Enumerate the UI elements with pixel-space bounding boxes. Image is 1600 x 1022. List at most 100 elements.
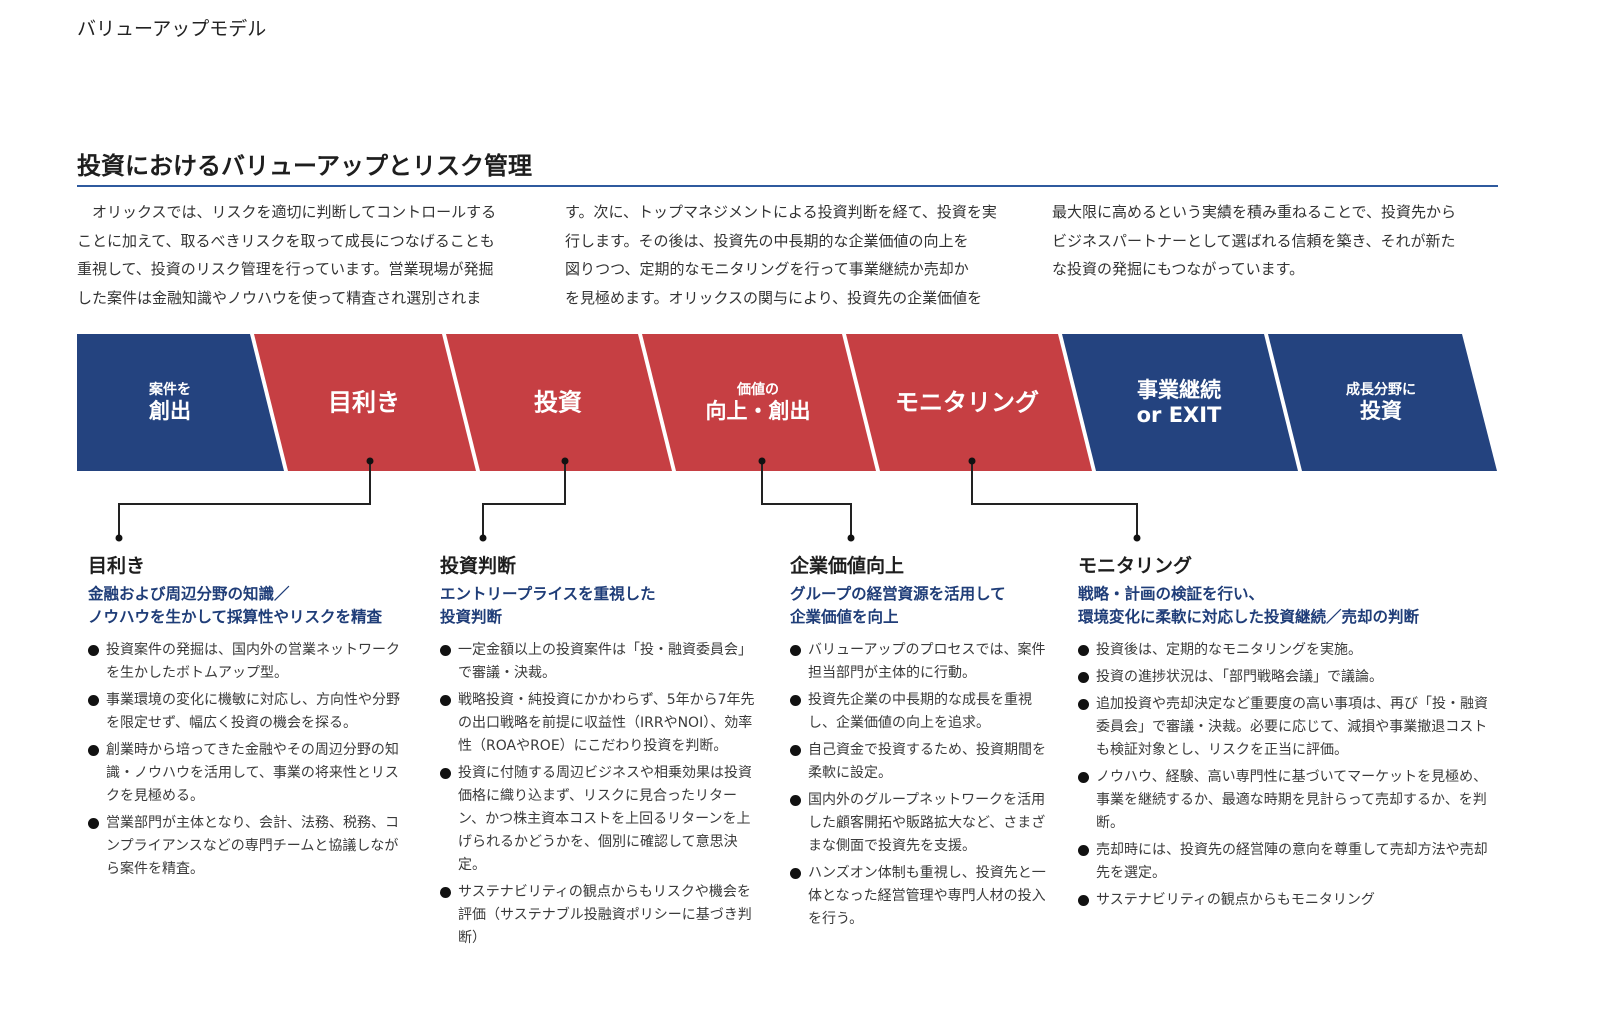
stage-label: 案件を創出 (149, 382, 191, 424)
bullet-dot-icon (790, 795, 801, 806)
bullet-item: 一定金額以上の投資案件は「投・融資委員会」で審議・決裁。 (440, 639, 760, 685)
intro-column-1: オリックスでは、リスクを適切に判断してコントロールする ことに加えて、取るべきリ… (77, 198, 496, 312)
connector-dot (968, 457, 976, 465)
column-subtitle: グループの経営資源を活用して企業価値を向上 (790, 583, 1048, 629)
connector-dot (115, 534, 123, 542)
intro-line: す。次に、トップマネジメントによる投資判断を経て、投資を実 (565, 203, 997, 221)
bullet-dot-icon (790, 645, 801, 656)
subtitle-line: 戦略・計画の検証を行い、 (1078, 585, 1265, 603)
stage-label-top: 成長分野に (1346, 382, 1416, 399)
intro-line: を見極めます。オリックスの関与により、投資先の企業価値を (565, 288, 983, 307)
connector-line (761, 461, 852, 538)
bullet-text: 事業環境の変化に機敏に対応し、方向性や分野を限定せず、幅広く投資の機会を探る。 (106, 692, 400, 731)
bullet-text: サステナビリティの観点からもモニタリング (1096, 892, 1375, 908)
intro-line: 図りつつ、定期的なモニタリングを行って事業継続か売却か (565, 260, 969, 278)
connector-line (971, 461, 1138, 538)
bullet-item: 営業部門が主体となり、会計、法務、税務、コンプライアンスなどの専門チームと協議し… (88, 812, 410, 881)
subtitle-line: 投資判断 (440, 608, 503, 626)
bullet-item: 創業時から培ってきた金融やその周辺分野の知識・ノウハウを活用して、事業の将来性と… (88, 739, 410, 808)
bullet-text: 売却時には、投資先の経営陣の意向を尊重して売却方法や売却先を選定。 (1096, 842, 1488, 881)
bullet-item: ノウハウ、経験、高い専門性に基づいてマーケットを見極め、事業を継続するか、最適な… (1078, 766, 1500, 835)
intro-column-2: す。次に、トップマネジメントによる投資判断を経て、投資を実 行します。その後は、… (565, 198, 997, 312)
bullet-dot-icon (790, 695, 801, 706)
column-title: 目利き (88, 555, 146, 577)
bullet-dot-icon (1078, 895, 1089, 906)
bullet-text: 投資に付随する周辺ビジネスや相乗効果は投資価格に織り込まず、リスクに見合ったリタ… (458, 765, 752, 873)
bullet-item: サステナビリティの観点からもリスクや機会を評価（サステナブル投融資ポリシーに基づ… (440, 881, 760, 950)
stage-segment (642, 334, 876, 471)
stage-label: 成長分野に投資 (1346, 382, 1416, 424)
bullet-dot-icon (88, 695, 99, 706)
bullet-item: 戦略投資・純投資にかかわらず、5年から7年先の出口戦略を前提に収益性（IRRやN… (440, 689, 760, 758)
column-subtitle: 戦略・計画の検証を行い、環境変化に柔軟に対応した投資継続／売却の判断 (1078, 583, 1500, 629)
stage-label-main: モニタリング (895, 388, 1039, 417)
bullet-item: ハンズオン体制も重視し、投資先と一体となった経営管理や専門人材の投入を行う。 (790, 862, 1048, 931)
stage-segment (1268, 334, 1497, 471)
subtitle-line: 企業価値を向上 (790, 608, 899, 626)
bullet-list: バリューアップのプロセスでは、案件担当部門が主体的に行動。投資先企業の中長期的な… (790, 639, 1048, 931)
bullet-text: 一定金額以上の投資案件は「投・融資委員会」で審議・決裁。 (458, 642, 752, 681)
connector-dot (1133, 534, 1141, 542)
bullet-dot-icon (1078, 699, 1089, 710)
subtitle-line: グループの経営資源を活用して (790, 585, 1006, 603)
bullet-dot-icon (790, 745, 801, 756)
stage-label: 目利き (328, 389, 400, 418)
section-title: 投資におけるバリューアップとリスク管理 (77, 152, 533, 180)
bullet-item: 投資の進捗状況は、「部門戦略会議」で議論。 (1078, 666, 1500, 689)
detail-column: 企業価値向上グループの経営資源を活用して企業価値を向上バリューアップのプロセスで… (790, 551, 1048, 935)
bullet-dot-icon (1078, 672, 1089, 683)
bullet-item: 国内外のグループネットワークを活用した顧客開拓や販路拡大など、さまざまな側面で投… (790, 789, 1048, 858)
bullet-item: 自己資金で投資するため、投資期間を柔軟に設定。 (790, 739, 1048, 785)
bullet-list: 投資案件の発掘は、国内外の営業ネットワークを生かしたボトムアップ型。事業環境の変… (88, 639, 410, 881)
bullet-text: 戦略投資・純投資にかかわらず、5年から7年先の出口戦略を前提に収益性（IRRやN… (458, 692, 755, 754)
stage-segment (846, 334, 1092, 471)
intro-line: ことに加えて、取るべきリスクを取って成長につなげることも (77, 231, 495, 250)
subtitle-line: 環境変化に柔軟に対応した投資継続／売却の判断 (1078, 608, 1420, 626)
subtitle-line: 金融および周辺分野の知識／ (88, 585, 290, 603)
intro-line: 重視して、投資のリスク管理を行っています。営業現場が発掘 (77, 260, 494, 278)
stage-label-main: 目利き (328, 388, 400, 417)
bullet-dot-icon (1078, 845, 1089, 856)
stage-segment (77, 334, 284, 471)
bullet-text: サステナビリティの観点からもリスクや機会を評価（サステナブル投融資ポリシーに基づ… (458, 884, 752, 946)
bullet-text: 投資案件の発掘は、国内外の営業ネットワークを生かしたボトムアップ型。 (106, 642, 400, 681)
stage-label-main: 創出 (149, 398, 191, 423)
bullet-text: 営業部門が主体となり、会計、法務、税務、コンプライアンスなどの専門チームと協議し… (106, 815, 400, 877)
detail-column: 目利き金融および周辺分野の知識／ ノウハウを生かして採算性やリスクを精査投資案件の… (88, 551, 410, 885)
bullet-text: 創業時から培ってきた金融やその周辺分野の知識・ノウハウを活用して、事業の将来性と… (106, 742, 399, 804)
bullet-item: 投資後は、定期的なモニタリングを実施。 (1078, 639, 1500, 662)
stage-label: モニタリング (895, 389, 1039, 418)
stage-label-top: 事業継続 (1137, 377, 1221, 402)
detail-column: モニタリング戦略・計画の検証を行い、環境変化に柔軟に対応した投資継続／売却の判断… (1078, 551, 1500, 916)
bullet-dot-icon (1078, 645, 1089, 656)
bullet-text: ノウハウ、経験、高い専門性に基づいてマーケットを見極め、事業を継続するか、最適な… (1096, 769, 1488, 831)
column-title: 企業価値向上 (790, 555, 905, 577)
document-label: バリューアップモデル (77, 18, 267, 40)
subtitle-line: ノウハウを生かして採算性やリスクを精査 (88, 608, 383, 626)
intro-line: ビジネスパートナーとして選ばれる信頼を築き、それが新た (1052, 231, 1456, 250)
connector-dot (561, 457, 569, 465)
intro-line: オリックスでは、リスクを適切に判断してコントロールする (77, 203, 497, 221)
bullet-text: 投資の進捗状況は、「部門戦略会議」で議論。 (1096, 669, 1383, 685)
bullet-list: 一定金額以上の投資案件は「投・融資委員会」で審議・決裁。戦略投資・純投資にかかわ… (440, 639, 760, 950)
bullet-item: 投資案件の発掘は、国内外の営業ネットワークを生かしたボトムアップ型。 (88, 639, 410, 685)
stage-label-main: 投資 (534, 388, 582, 417)
stage-label: 投資 (534, 389, 582, 418)
bullet-dot-icon (88, 645, 99, 656)
intro-line: した案件は金融知識やノウハウを使って精査され選別されま (77, 288, 482, 307)
subtitle-line: エントリープライスを重視した (440, 585, 656, 603)
bullet-dot-icon (440, 768, 451, 779)
bullet-item: 事業環境の変化に機敏に対応し、方向性や分野を限定せず、幅広く投資の機会を探る。 (88, 689, 410, 735)
connector-dot (758, 457, 766, 465)
stage-segment (254, 334, 476, 471)
connector-line (482, 461, 566, 538)
stage-label-main: 向上・創出 (705, 398, 811, 423)
stage-label-top: 案件を (149, 382, 191, 399)
bullet-text: 自己資金で投資するため、投資期間を柔軟に設定。 (808, 742, 1046, 781)
intro-line: 行します。その後は、投資先の中長期的な企業価値の向上を (565, 231, 969, 250)
bullet-dot-icon (1078, 772, 1089, 783)
connector-line (118, 461, 371, 538)
stage-label-top: 価値の (737, 382, 779, 399)
